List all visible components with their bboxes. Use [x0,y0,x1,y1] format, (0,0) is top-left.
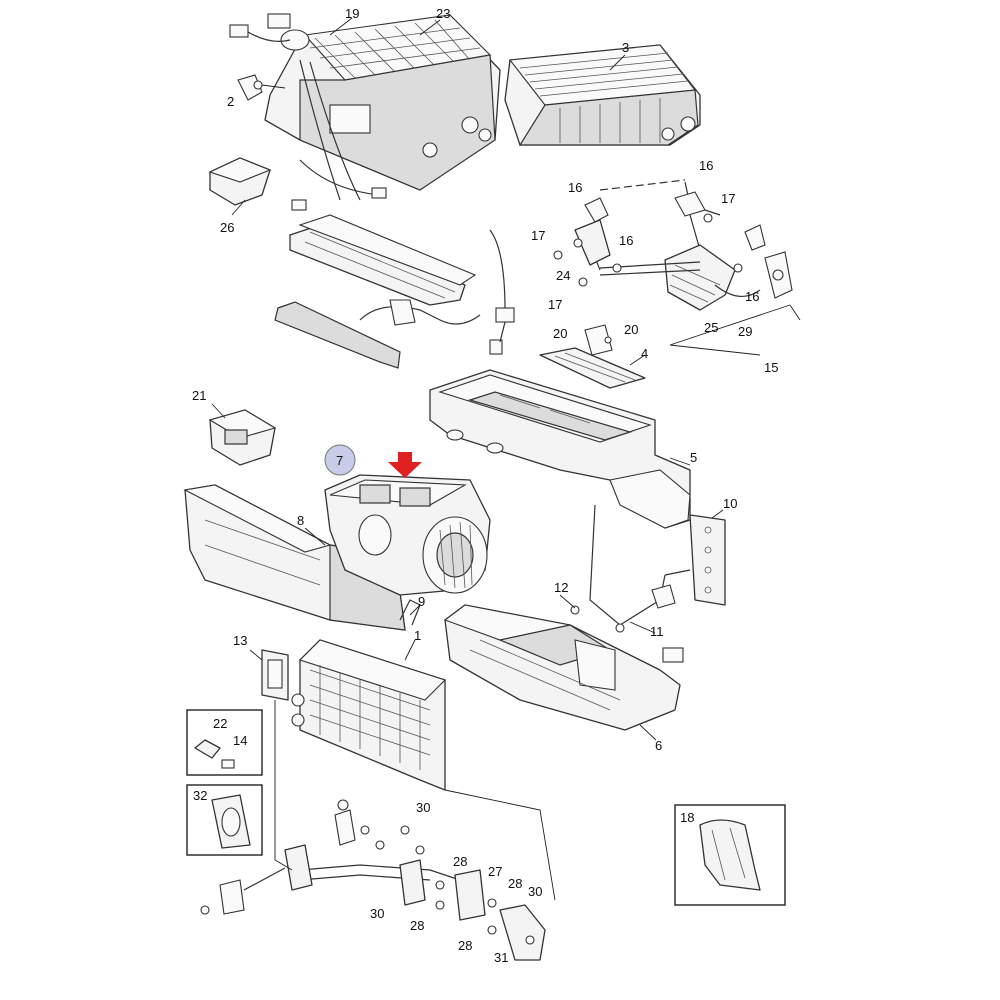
callout-25: 25 [704,320,718,335]
part-8-side-duct [183,484,406,631]
callout-30a: 30 [416,800,430,815]
callout-18: 18 [680,810,694,825]
flap-rod-assembly [274,214,515,369]
callout-6: 6 [655,738,662,753]
highlight-circle [324,444,356,476]
part-13-seal [261,649,289,701]
red-arrow-icon [388,452,422,478]
callout-31: 31 [494,950,508,965]
callout-28a: 28 [453,854,467,869]
callout-28d: 28 [458,938,472,953]
callout-24: 24 [556,268,570,283]
callout-7: 7 [336,453,343,468]
part-18-box [674,804,786,906]
callout-23: 23 [436,6,450,21]
callout-labels: 19 23 3 2 26 16 16 16 16 17 17 17 24 25 … [192,6,778,965]
callout-30b: 30 [528,884,542,899]
part-11-12-linkage [570,504,691,633]
callout-17b: 17 [721,191,735,206]
part-32-box [186,784,263,856]
part-9-flap [399,599,421,626]
part-6-lower-housing [443,604,684,731]
callout-20b: 20 [624,322,638,337]
callout-10: 10 [723,496,737,511]
part-26-module [208,157,272,206]
callout-16d: 16 [745,289,759,304]
callout-12: 12 [554,580,568,595]
callout-28c: 28 [410,918,424,933]
callout-20a: 20 [553,326,567,341]
part-10-bracket [689,514,726,606]
callout-30c: 30 [370,906,384,921]
part-4-cover [539,347,646,389]
part-23-heater-housing [229,13,501,211]
part-21-resistor-module [208,409,277,466]
callout-16b: 16 [699,158,713,173]
callout-1: 1 [414,628,421,643]
callout-15: 15 [764,360,778,375]
callout-27: 27 [488,864,502,879]
part-27-31-pipe-assembly [200,700,556,961]
callout-22: 22 [213,716,227,731]
part-15-valve-assembly [553,179,801,356]
callout-9: 9 [418,594,425,609]
callout-32: 32 [193,788,207,803]
part-20-clip [584,324,613,356]
part-3-heater-core [504,44,701,146]
callout-2: 2 [227,94,234,109]
callout-4: 4 [641,346,648,361]
callout-21: 21 [192,388,206,403]
part-1-evaporator [291,639,447,791]
callout-26: 26 [220,220,234,235]
callout-19: 19 [345,6,359,21]
callout-16a: 16 [568,180,582,195]
callout-11: 11 [650,624,664,639]
callout-29: 29 [738,324,752,339]
callout-8: 8 [297,513,304,528]
callout-5: 5 [690,450,697,465]
part-2-bracket [237,74,286,101]
callout-16c: 16 [619,233,633,248]
callout-13: 13 [233,633,247,648]
leader-lines [211,17,724,741]
callout-17c: 17 [548,297,562,312]
callout-14: 14 [233,733,247,748]
callout-28b: 28 [508,876,522,891]
part-22-14-box [186,709,263,776]
callout-3: 3 [622,40,629,55]
callout-17a: 17 [531,228,545,243]
part-5-distributor-housing [429,369,691,529]
part-7-blower-fan [324,474,491,596]
highlight-marker [324,444,422,478]
